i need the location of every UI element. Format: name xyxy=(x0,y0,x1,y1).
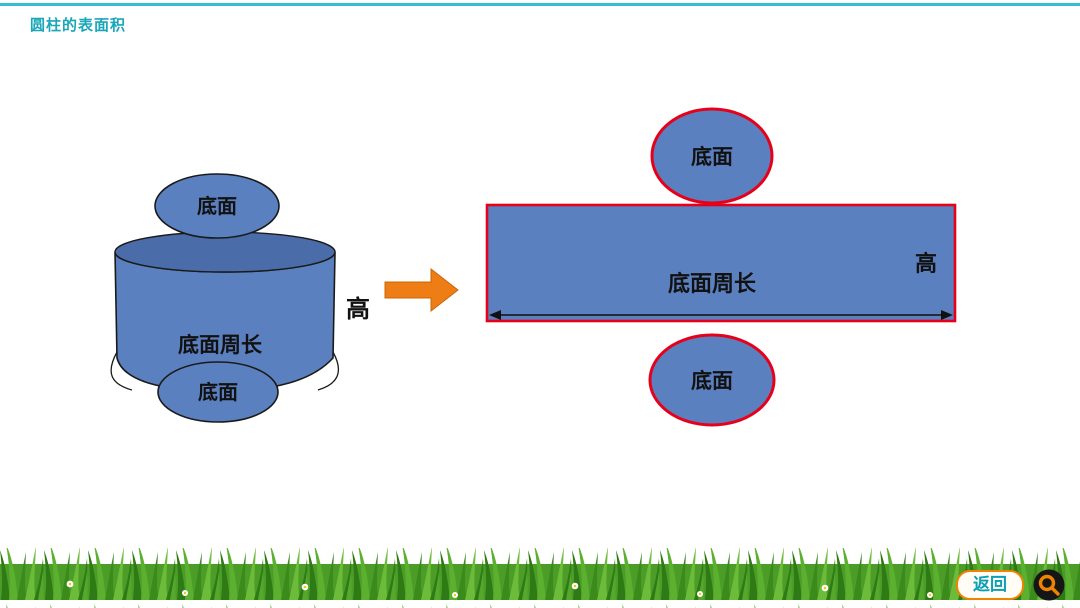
cylinder-bottom-face-label: 底面 xyxy=(198,380,238,404)
page-title: 圆柱的表面积 xyxy=(30,16,127,34)
net-top-circle-label: 底面 xyxy=(691,145,733,169)
brand-circle-icon xyxy=(1033,569,1065,601)
cylinder-top-face-label: 底面 xyxy=(197,194,237,218)
cylinder-figure: 底面周长 底面 底面 高 xyxy=(110,173,370,423)
net-bottom-circle-label: 底面 xyxy=(691,369,733,393)
net-bottom-circle xyxy=(648,333,776,427)
cylinder-flap-right xyxy=(317,351,340,391)
return-button[interactable]: 返回 xyxy=(956,570,1024,600)
net-circumference-label: 底面周长 xyxy=(668,271,757,297)
grass-strip xyxy=(0,548,1080,608)
grass-flowers xyxy=(66,580,933,598)
cylinder-bottom-face xyxy=(157,361,279,423)
footer-controls: 返回 xyxy=(956,568,1066,602)
net-top-circle xyxy=(650,107,774,205)
net-lateral-rectangle xyxy=(485,203,957,323)
cylinder-height-label: 高 xyxy=(346,295,370,323)
net-height-label: 高 xyxy=(915,251,937,277)
top-accent-line xyxy=(0,3,1080,6)
circumference-measure-arrow-icon xyxy=(489,310,953,320)
cylinder-net-figure: 底面 底面 底面周长 高 xyxy=(485,107,957,427)
right-block-arrow-icon xyxy=(384,267,459,313)
cylinder-flap-left xyxy=(110,351,133,391)
cylinder-top-face xyxy=(154,173,280,239)
cylinder-lateral-label: 底面周长 xyxy=(178,333,263,357)
